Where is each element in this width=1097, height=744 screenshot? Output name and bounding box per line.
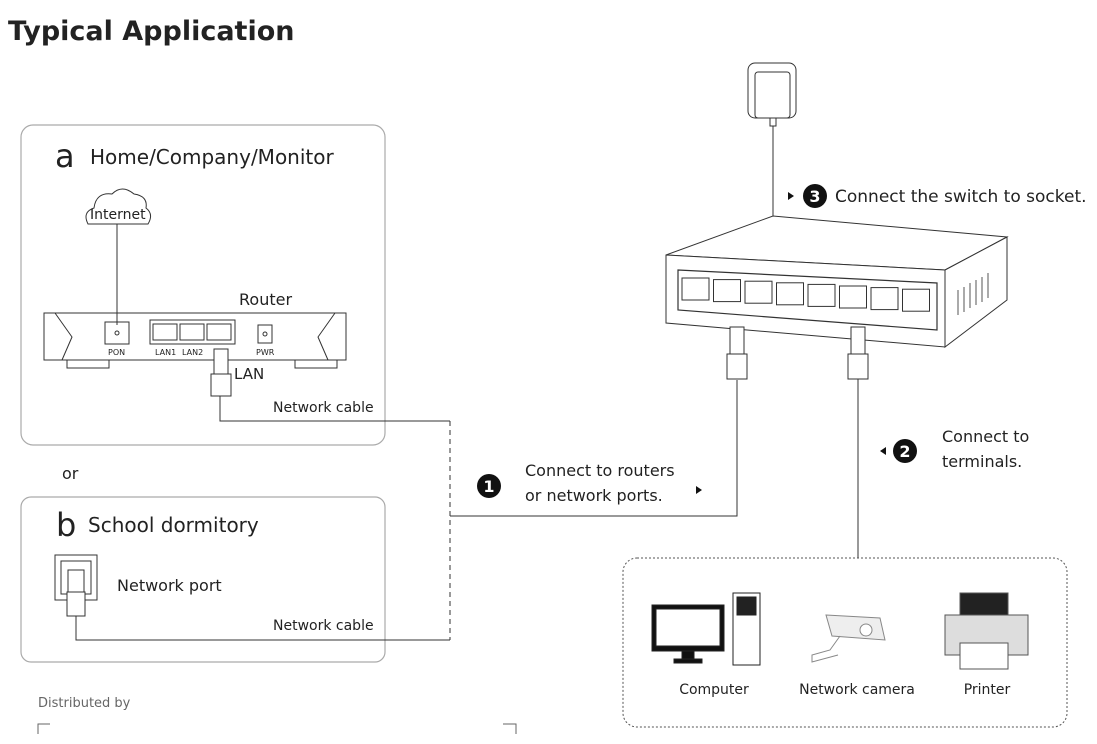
step-1-badge [477,474,501,498]
switch-port [776,282,804,306]
arrow-left-icon [788,192,794,200]
switch-port [839,285,867,309]
network-cable-label-a: Network cable [273,400,374,416]
computer-icon [651,592,761,666]
network-switch-icon [665,215,1009,349]
step-3-number: 3 [809,187,820,206]
printer-icon [944,592,1029,670]
rj45-connector-icon [210,348,232,397]
step-1-line-1: Connect to routers [525,461,675,480]
corner-marks [37,723,517,734]
port-label-lan1: LAN1 [155,348,176,357]
page-title: Typical Application [8,16,295,47]
network-cable-label-b: Network cable [273,618,374,634]
switch-port [681,277,710,301]
step-2-line-2: terminals. [942,452,1022,471]
step-1-line-2: or network ports. [525,486,663,505]
arrow-right-icon [696,486,702,494]
section-b-box [20,496,386,663]
terminal-label-computer: Computer [679,682,749,698]
section-a-letter: a [55,137,75,175]
switch-port [744,280,773,304]
footer-distributed-by: Distributed by [38,696,131,711]
terminal-label-printer: Printer [964,682,1011,698]
switch-port [902,288,930,312]
internet-label: Internet [90,207,146,223]
section-b-label: School dormitory [88,513,259,537]
router-icon [43,312,347,369]
network-port-label: Network port [117,576,222,595]
power-adapter-icon [747,62,797,127]
router-label: Router [239,290,292,309]
switch-port [713,279,741,303]
port-label-lan2: LAN2 [182,348,203,357]
terminal-label-camera: Network camera [799,682,915,698]
network-port-icon [54,554,98,617]
section-b-letter: b [56,506,76,544]
step-1-number: 1 [483,477,494,496]
step-3-badge [803,184,827,208]
port-label-pwr: PWR [256,348,275,357]
step-2-badge [893,439,917,463]
cloud-icon [85,188,152,225]
switch-port [807,283,836,307]
arrow-left-icon [880,447,886,455]
or-label: or [62,464,79,483]
terminals-box [622,557,1068,728]
switch-port [870,287,899,311]
step-3-text: Connect the switch to socket. [835,187,1087,207]
section-a-label: Home/Company/Monitor [90,145,334,169]
section-a-box [20,124,386,446]
step-2-number: 2 [899,442,910,461]
lan-label: LAN [234,365,264,383]
port-label-pon: PON [108,348,125,357]
network-camera-icon [811,614,886,663]
step-2-line-1: Connect to [942,427,1029,446]
